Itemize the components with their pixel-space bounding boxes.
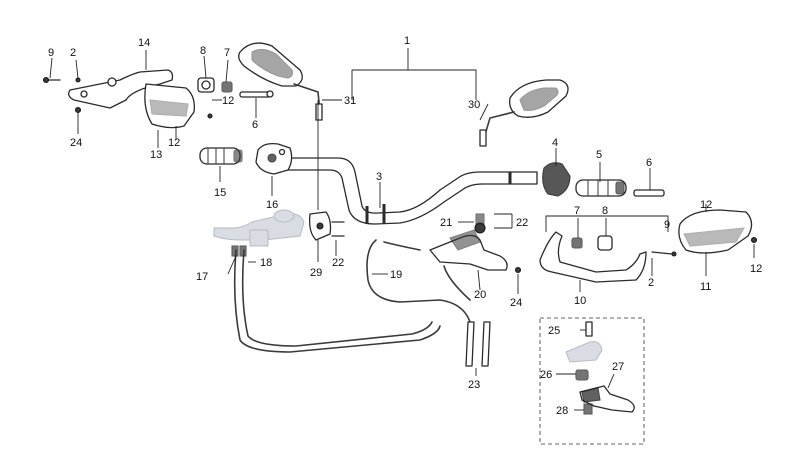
- left-switch-housing: [255, 142, 293, 175]
- callout-25: 25: [548, 325, 560, 337]
- left-small-hardware: [42, 76, 213, 119]
- callout-6: 6: [646, 157, 652, 169]
- callout-8: 8: [602, 205, 608, 217]
- right-mirror: [479, 79, 569, 147]
- callout-15: 15: [214, 187, 226, 199]
- control-cables: [231, 239, 473, 353]
- callout-21: 21: [440, 217, 452, 229]
- callout-4: 4: [552, 137, 558, 149]
- leader-lines: [49, 48, 755, 411]
- right-grip: [575, 179, 627, 197]
- callout-12: 12: [222, 95, 234, 107]
- callout-30: 30: [468, 99, 480, 111]
- clutch-lever-assembly: [213, 209, 305, 247]
- callout-29: 29: [310, 267, 322, 279]
- callout-2: 2: [70, 47, 76, 59]
- callout-8: 8: [200, 45, 206, 57]
- callout-19: 19: [390, 269, 402, 281]
- callout-labels: 1 2 2 3 4 5 6 6 7 7 8 8 9 9 10 11 12 12 …: [48, 35, 762, 417]
- callout-28: 28: [556, 405, 568, 417]
- callout-3: 3: [376, 171, 382, 183]
- callout-2: 2: [648, 277, 654, 289]
- callout-1: 1: [404, 35, 410, 47]
- callout-22: 22: [332, 257, 344, 269]
- right-bar-end: [633, 189, 665, 197]
- right-small-hardware: [514, 235, 758, 274]
- callout-9: 9: [664, 219, 670, 231]
- left-grip: [199, 147, 243, 165]
- callout-11: 11: [700, 281, 711, 293]
- callout-16: 16: [266, 199, 278, 211]
- left-handguard-bracket: [68, 69, 174, 109]
- left-mirror: [238, 42, 323, 121]
- callout-20: 20: [474, 289, 486, 301]
- left-clamp: [308, 211, 345, 241]
- callout-7: 7: [574, 205, 580, 217]
- callout-9: 9: [48, 47, 54, 59]
- left-handguard-shell: [144, 83, 195, 129]
- callout-6: 6: [252, 119, 258, 131]
- left-bar-end-parts: [197, 77, 274, 98]
- right-handguard-bracket: [539, 231, 647, 283]
- inset-detail-box: [539, 317, 645, 445]
- callout-14: 14: [138, 37, 150, 49]
- handlebar: [282, 157, 538, 225]
- callout-12: 12: [700, 199, 712, 211]
- callout-22: 22: [516, 217, 528, 229]
- callout-12: 12: [168, 137, 180, 149]
- callout-13: 13: [150, 149, 162, 161]
- hose-pieces: [465, 321, 491, 367]
- callout-23: 23: [468, 379, 480, 391]
- callout-24: 24: [70, 137, 82, 149]
- callout-10: 10: [574, 295, 586, 307]
- callout-5: 5: [596, 149, 602, 161]
- callout-12: 12: [750, 263, 762, 275]
- right-handguard-shell: [678, 209, 753, 254]
- callout-31: 31: [344, 95, 356, 107]
- callout-26: 26: [540, 369, 552, 381]
- callout-24: 24: [510, 297, 522, 309]
- callout-27: 27: [612, 361, 624, 373]
- callout-7: 7: [224, 47, 230, 59]
- right-switch-housing: [542, 162, 571, 197]
- callout-17: 17: [196, 271, 208, 283]
- brake-lever-assembly: [429, 213, 508, 271]
- callout-18: 18: [260, 257, 272, 269]
